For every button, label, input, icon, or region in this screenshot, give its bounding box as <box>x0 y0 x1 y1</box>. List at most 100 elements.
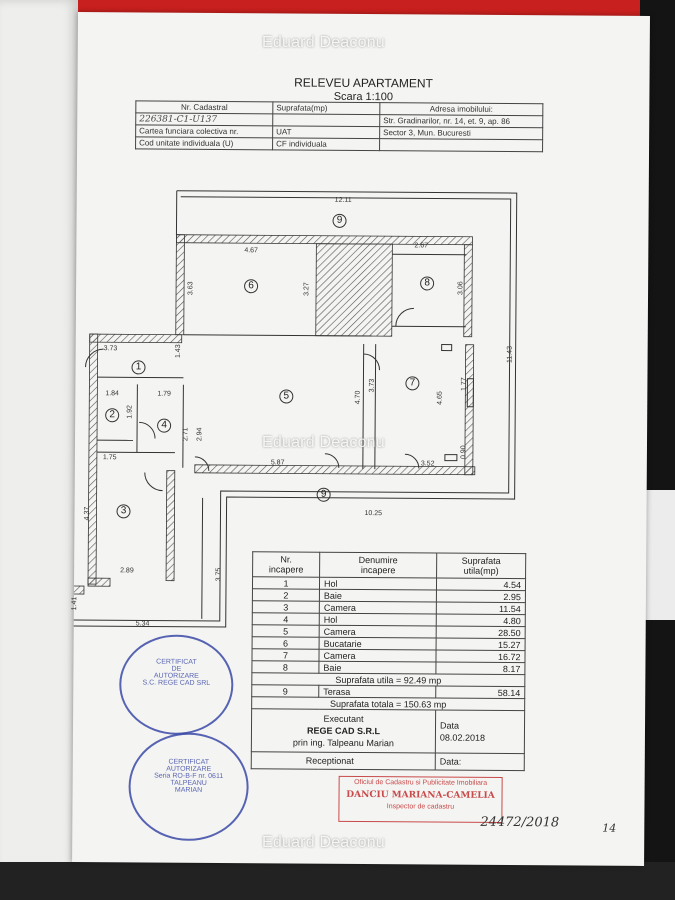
receptionat-cell: Receptionat <box>251 751 436 771</box>
door-swing <box>395 307 414 327</box>
room-no: 5 <box>252 624 320 638</box>
dimension-label: 3.73 <box>103 345 118 353</box>
room-area: 2.95 <box>436 590 526 603</box>
door-swing <box>194 456 210 471</box>
room-number: 9 <box>316 487 331 502</box>
room-number: 6 <box>244 279 259 294</box>
rooms-table: Nr. incapere Denumire incapere Suprafata… <box>251 551 527 771</box>
room-name: Terasa <box>318 685 436 699</box>
wall <box>165 470 176 582</box>
wall <box>194 464 476 476</box>
room-number: 8 <box>420 276 435 291</box>
room-number: 2 <box>105 408 120 423</box>
dimension-label: 1.84 <box>105 390 119 398</box>
room-no: 7 <box>251 648 320 662</box>
room-no: 2 <box>252 588 320 602</box>
stamp-line: DANCIU MARIANA-CAMELIA <box>346 789 495 801</box>
room-area: 58.14 <box>435 686 525 699</box>
stamp-line: S.C. REGE CAD SRL <box>142 679 211 687</box>
partition <box>183 334 372 337</box>
dimension-label: 4.37 <box>83 506 91 521</box>
door-swing <box>139 421 156 439</box>
room-area: 8.17 <box>435 662 525 675</box>
room-no: 9 <box>251 684 319 698</box>
room-area: 4.80 <box>436 614 526 627</box>
dimension-label: 2.71 <box>182 427 190 442</box>
dimension-label: 3.63 <box>187 281 195 296</box>
room-area: 28.50 <box>436 626 526 639</box>
dimension-line <box>201 497 204 619</box>
partition <box>96 451 175 454</box>
stamp-line: Oficiul de Cadastru si Publicitate Imobi… <box>354 778 488 787</box>
dimension-label: 1.79 <box>157 390 171 398</box>
window <box>444 454 458 462</box>
dimension-label: 3.75 <box>215 567 223 582</box>
dimension-label: 4.67 <box>244 247 258 255</box>
door-swing <box>404 453 420 469</box>
handwritten-number: 24472/2018 <box>480 814 560 831</box>
room-name: Camera <box>319 625 437 639</box>
rooms-table-header: Suprafata utila(mp) <box>436 553 526 579</box>
door-swing <box>324 453 340 468</box>
dimension-label: 11.43 <box>506 346 514 364</box>
handwritten-page: 14 <box>602 821 617 835</box>
engineer-stamp: CERTIFICAT AUTORIZARE Seria RO-B-F nr. 0… <box>128 732 249 842</box>
window <box>441 344 453 352</box>
plan-sheet: RELEVEU APARTAMENT Scara 1:100 Nr. Cadas… <box>71 12 650 866</box>
room-no: 6 <box>252 636 320 650</box>
dimension-label: 2.89 <box>120 567 134 575</box>
dimension-label: 1.77 <box>460 377 468 392</box>
partition <box>374 344 377 470</box>
room-number: 3 <box>116 504 131 519</box>
partition <box>182 384 184 468</box>
dimension-label: 1.92 <box>126 405 134 419</box>
room-name: Baie <box>319 589 437 603</box>
rooms-table-header: Nr. incapere <box>252 551 320 578</box>
receptionat-label: Receptionat <box>305 755 354 766</box>
watermark: Eduard Deaconu <box>262 834 385 851</box>
room-area: 16.72 <box>435 650 526 663</box>
dimension-label: 5.34 <box>135 620 150 628</box>
partition <box>97 376 184 379</box>
dimension-label: 3.06 <box>457 281 465 296</box>
room-number: 9 <box>332 213 347 228</box>
floor-plan <box>72 190 518 628</box>
terrace-inner <box>72 196 512 622</box>
room-name: Bucatarie <box>319 637 437 651</box>
authorization-stamp: CERTIFICAT DE AUTORIZARE S.C. REGE CAD S… <box>118 634 234 736</box>
partition <box>391 325 466 328</box>
room-name: Baie <box>318 661 436 675</box>
rooms-table-header: Denumire incapere <box>319 552 437 579</box>
dimension-label: 3.73 <box>368 378 376 393</box>
partition <box>392 253 467 256</box>
wall <box>87 577 111 587</box>
door-swing <box>85 348 104 368</box>
executant-cell: Executant REGE CAD S.R.L prin ing. Talpe… <box>251 708 436 754</box>
wall <box>89 333 183 344</box>
room-number: 4 <box>157 418 172 433</box>
room-name: Camera <box>318 649 437 663</box>
dimension-label: 0.90 <box>460 445 468 460</box>
room-area: 15.27 <box>436 638 526 651</box>
door-swing <box>144 472 163 492</box>
stamp-line: MARIAN <box>174 786 203 794</box>
watermark: Eduard Deaconu <box>262 434 385 451</box>
room-number: 7 <box>405 376 420 391</box>
date-value: 08.02.2018 <box>439 732 486 743</box>
stamp-line: Inspector de cadastru <box>386 803 455 811</box>
left-page <box>0 0 78 900</box>
cadastre-stamp: Oficiul de Cadastru si Publicitate Imobi… <box>338 775 503 823</box>
room-name: Hol <box>319 577 437 591</box>
dimension-label: 4.70 <box>354 390 362 405</box>
dimension-label: 5.87 <box>270 459 285 467</box>
date-cell: Data 08.02.2018 <box>435 710 525 754</box>
room-area: 4.54 <box>436 578 526 591</box>
dimension-label: 1.41 <box>71 596 79 611</box>
wall <box>72 585 85 595</box>
room-no: 8 <box>251 660 319 674</box>
wall <box>87 333 99 585</box>
room-area: 11.54 <box>436 602 526 615</box>
dimension-label: 2.67 <box>414 242 429 250</box>
wall <box>175 234 185 336</box>
date-label: Data <box>439 720 460 731</box>
